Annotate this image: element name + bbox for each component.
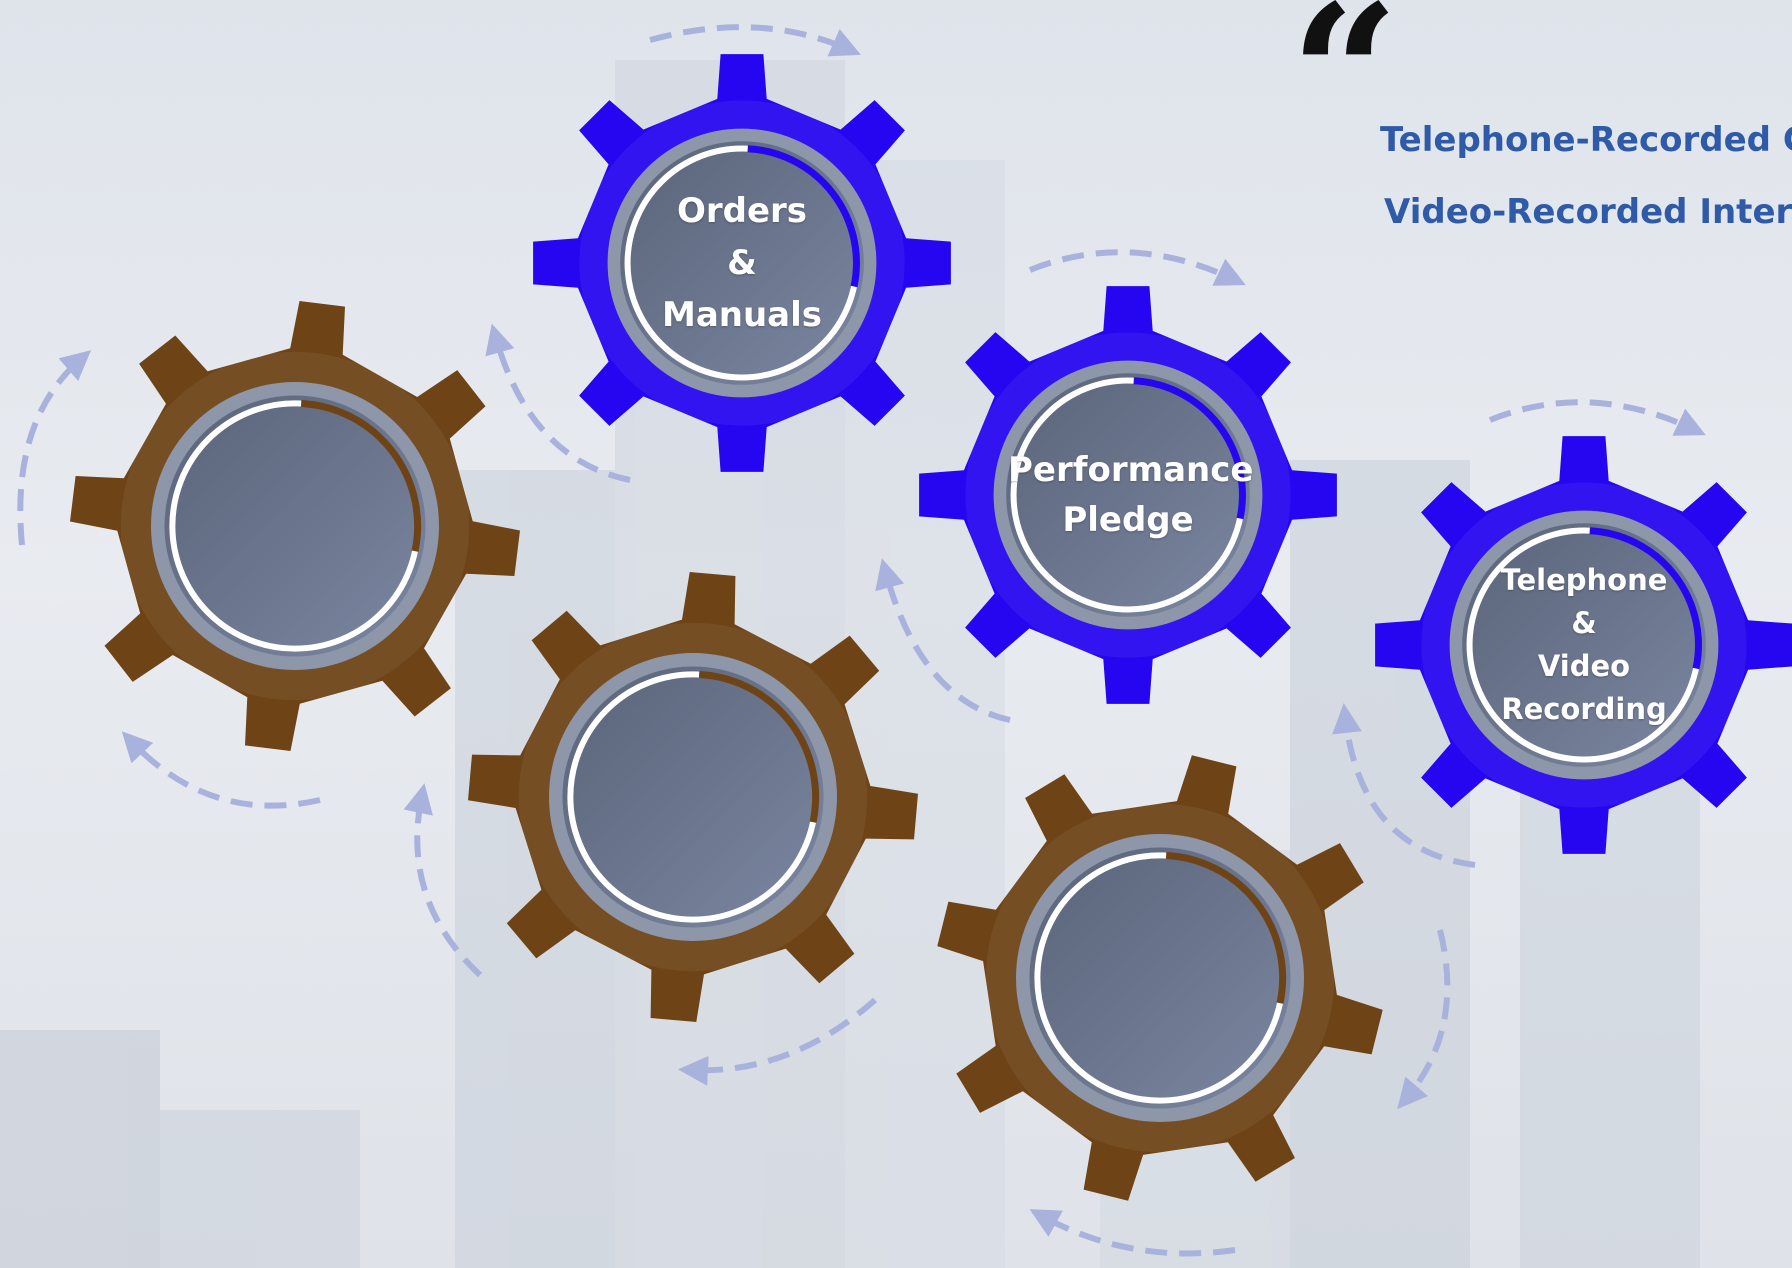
gear-label-line: & xyxy=(1571,606,1597,640)
flow-arrow xyxy=(403,783,483,978)
flow-arrow xyxy=(1029,1209,1236,1257)
flow-arrow xyxy=(485,323,631,483)
flow-arrow xyxy=(121,731,321,809)
gear-accent-arc xyxy=(1165,852,1287,1004)
flow-arrow xyxy=(678,997,877,1086)
gear-telephone-video xyxy=(1375,436,1792,854)
flow-arrow xyxy=(1488,399,1706,436)
flow-arrow xyxy=(875,558,1011,723)
gear-label-line: & xyxy=(727,243,757,283)
gear-brown-left xyxy=(70,301,520,751)
gear-label-orders-manuals: Orders & Manuals xyxy=(642,185,842,341)
gear-disc xyxy=(1006,373,1250,617)
gear-orders xyxy=(533,54,951,472)
info-line-telephone-recorded: Telephone-Recorded Co xyxy=(1380,120,1792,160)
gear-disc xyxy=(620,141,864,385)
gear-brown-bottom xyxy=(937,755,1383,1201)
gear-accent-arc xyxy=(1133,377,1246,520)
gear-layer xyxy=(70,54,1792,1201)
gear-pledge xyxy=(919,286,1337,704)
gear-label-line: Pledge xyxy=(1062,500,1194,540)
flow-arrow xyxy=(1332,703,1476,868)
quotation-mark-icon: “ xyxy=(1290,0,1400,186)
gear-accent-arc xyxy=(698,671,820,823)
gear-label-line: Orders xyxy=(676,191,808,231)
flow-arrows xyxy=(17,24,1706,1257)
flow-arrow xyxy=(649,24,861,57)
gear-disc xyxy=(164,395,426,657)
gear-label-line: Recording xyxy=(1501,692,1667,726)
gear-label-line: Performance xyxy=(1008,450,1254,490)
gear-accent-arc xyxy=(1589,527,1702,670)
gear-label-line: Video xyxy=(1537,649,1631,683)
gear-disc xyxy=(562,666,824,928)
flow-arrow xyxy=(1028,249,1246,286)
gear-accent-arc xyxy=(300,400,422,552)
info-line-video-recorded: Video-Recorded Intervi xyxy=(1384,192,1792,232)
gear-label-line: Manuals xyxy=(661,295,823,335)
gear-brown-middle xyxy=(468,572,918,1022)
gear-disc xyxy=(1029,847,1291,1109)
gear-disc xyxy=(1462,523,1706,767)
flow-arrow xyxy=(17,350,92,546)
gear-label-line: Telephone xyxy=(1500,563,1668,597)
gear-accent-arc xyxy=(747,145,860,288)
